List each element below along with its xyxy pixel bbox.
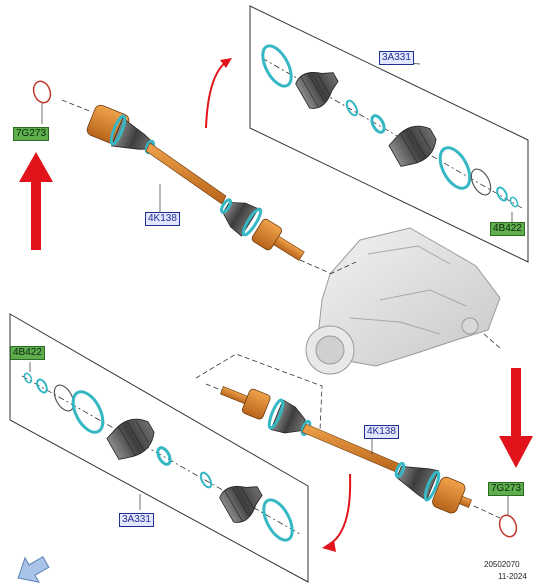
upper-curved-arrow: [205, 61, 227, 129]
label-lower-right-clip: 7G273: [488, 482, 525, 496]
upper-clip-ring: [32, 80, 52, 104]
back-arrow-icon[interactable]: [11, 550, 53, 588]
lower-link-dashes: [195, 353, 323, 431]
upper-drive-shaft: [61, 99, 333, 275]
upper-kit-panel: [249, 5, 529, 263]
lower-clip-ring: [498, 514, 518, 538]
label-upper-shaft: 4K138: [145, 212, 180, 226]
differential-housing: [305, 227, 501, 375]
lower-curved-arrow: [329, 473, 352, 545]
label-lower-shaft: 4K138: [364, 425, 399, 439]
lower-red-arrow: [499, 368, 533, 468]
label-upper-kit: 3A331: [379, 51, 414, 65]
label-lower-left-clip: 4B422: [10, 346, 45, 360]
upper-red-arrow: [19, 152, 53, 250]
label-upper-left-clip: 7G273: [13, 127, 50, 141]
label-upper-right-clip: 4B422: [490, 222, 525, 236]
diagram-date: 11-2024: [498, 572, 527, 581]
lower-drive-shaft: [205, 383, 501, 519]
lower-kit-panel: [9, 313, 309, 583]
label-lower-kit: 3A331: [119, 513, 154, 527]
diagram-code: 20502070: [484, 560, 520, 569]
upper-curved-arrowhead: [220, 58, 232, 68]
lower-curved-arrowhead: [322, 540, 336, 552]
